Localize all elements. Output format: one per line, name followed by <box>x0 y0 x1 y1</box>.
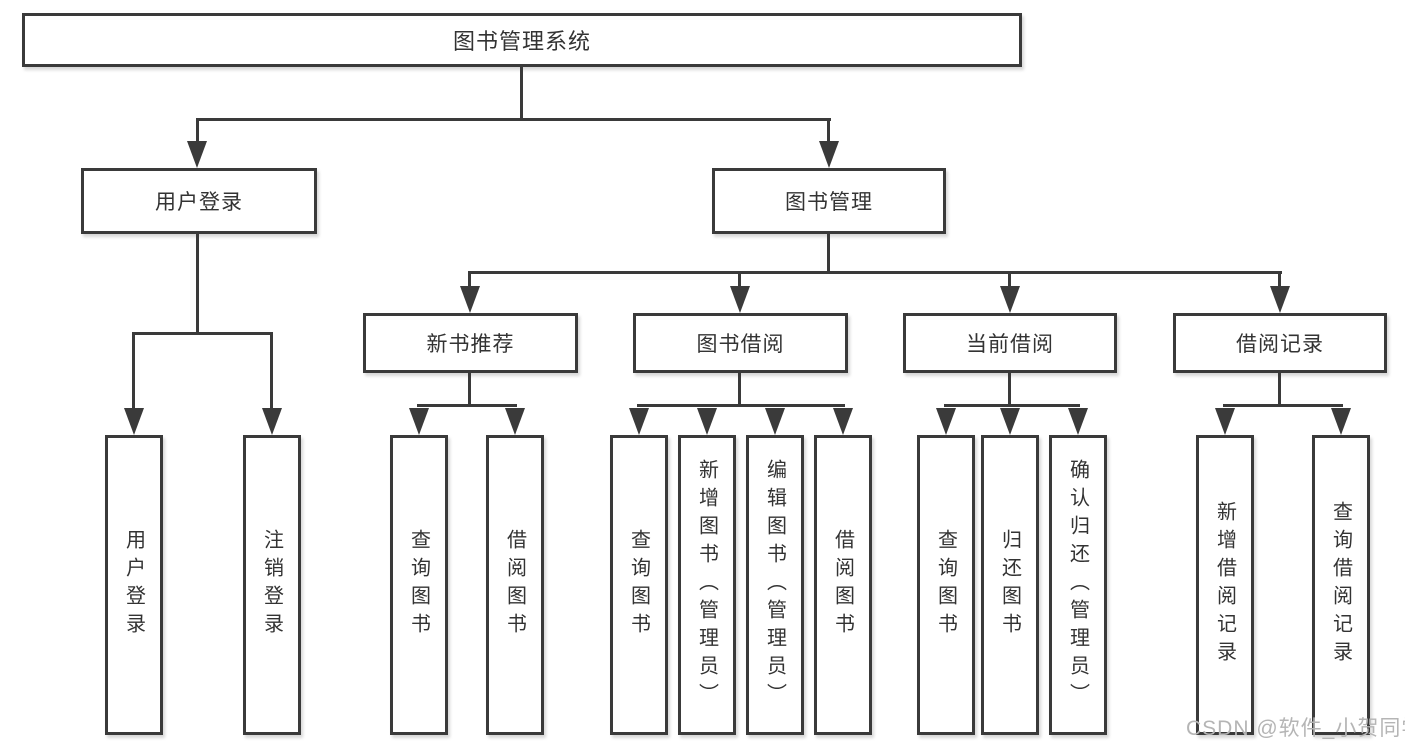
leaf-query-books-current: 查询图书 <box>917 435 975 735</box>
connector-user-login-stem <box>196 233 199 334</box>
node-book-borrowing-label: 图书借阅 <box>696 333 785 356</box>
leaf-user-login: 用户登录 <box>105 435 163 735</box>
leaf-add-books-admin-arrowhead-icon <box>697 408 717 435</box>
connector-user-login-children-branch <box>132 332 273 335</box>
node-user-login-label: 用户登录 <box>155 191 243 214</box>
connector-new-book-recommendation-children-branch <box>417 404 517 407</box>
leaf-user-login-arrowhead-icon <box>124 408 144 435</box>
current-borrowing-arrowhead-icon <box>1000 286 1020 313</box>
leaf-edit-books-admin-arrowhead-icon <box>765 408 785 435</box>
leaf-query-books-recommend-label: 查询图书 <box>407 529 430 641</box>
connector-current-borrowing-children-branch <box>944 404 1080 407</box>
leaf-query-books-borrowing-arrowhead-icon <box>629 408 649 435</box>
connector-new-book-recommendation-stem <box>468 372 471 407</box>
leaf-add-books-admin: 新增图书（管理员） <box>678 435 736 735</box>
node-book-management-label: 图书管理 <box>785 191 873 214</box>
connector-current-borrowing-stem <box>1008 372 1011 407</box>
node-new-book-recommendation: 新书推荐 <box>363 313 578 373</box>
leaf-add-books-admin-label: 新增图书（管理员） <box>695 459 718 711</box>
node-borrowing-records: 借阅记录 <box>1173 313 1387 373</box>
leaf-edit-books-admin: 编辑图书（管理员） <box>746 435 804 735</box>
leaf-add-borrow-record: 新增借阅记录 <box>1196 435 1254 735</box>
leaf-user-login-label: 用户登录 <box>122 529 145 641</box>
leaf-borrow-books-borrowing-arrowhead-icon <box>833 408 853 435</box>
leaf-query-books-current-arrowhead-icon <box>936 408 956 435</box>
node-current-borrowing: 当前借阅 <box>903 313 1117 373</box>
connector-borrowing-records-stem <box>1278 372 1281 407</box>
leaf-edit-books-admin-label: 编辑图书（管理员） <box>763 459 786 711</box>
connector-level2-branch <box>196 118 831 121</box>
connector-book-borrowing-children-branch <box>637 404 845 407</box>
leaf-borrow-books-recommend-label: 借阅图书 <box>503 529 526 641</box>
connector-borrowing-records-drop <box>1278 271 1281 287</box>
leaf-borrow-books-recommend-arrowhead-icon <box>505 408 525 435</box>
leaf-confirm-return-admin-arrowhead-icon <box>1068 408 1088 435</box>
leaf-return-books: 归还图书 <box>981 435 1039 735</box>
node-book-borrowing: 图书借阅 <box>633 313 848 373</box>
node-root-system: 图书管理系统 <box>22 13 1022 67</box>
connector-leaf-user-login-drop <box>132 332 135 409</box>
connector-root-stem <box>520 66 523 120</box>
leaf-borrow-books-borrowing: 借阅图书 <box>814 435 872 735</box>
connector-current-borrowing-drop <box>1008 271 1011 287</box>
node-current-borrowing-label: 当前借阅 <box>966 333 1054 356</box>
leaf-query-borrow-record-arrowhead-icon <box>1331 408 1351 435</box>
watermark: CSDN @软件_小贺同学 <box>1186 717 1405 740</box>
leaf-return-books-label: 归还图书 <box>998 529 1021 641</box>
leaf-borrow-books-borrowing-label: 借阅图书 <box>831 529 854 641</box>
leaf-query-books-current-label: 查询图书 <box>934 529 957 641</box>
leaf-logout-label: 注销登录 <box>260 529 283 641</box>
new-book-recommendation-arrowhead-icon <box>460 286 480 313</box>
connector-book-borrowing-stem <box>738 372 741 407</box>
leaf-query-borrow-record-label: 查询借阅记录 <box>1329 501 1352 669</box>
leaf-query-books-borrowing-label: 查询图书 <box>627 529 650 641</box>
book-borrowing-arrowhead-icon <box>730 286 750 313</box>
leaf-query-books-borrowing: 查询图书 <box>610 435 668 735</box>
connector-new-book-recommendation-drop <box>468 271 471 287</box>
leaf-confirm-return-admin: 确认归还（管理员） <box>1049 435 1107 735</box>
leaf-logout-arrowhead-icon <box>262 408 282 435</box>
connector-book-management-stem <box>827 233 830 274</box>
leaf-confirm-return-admin-label: 确认归还（管理员） <box>1066 459 1089 711</box>
node-new-book-recommendation-label: 新书推荐 <box>426 333 515 356</box>
node-user-login: 用户登录 <box>81 168 317 234</box>
connector-book-borrowing-drop <box>738 271 741 287</box>
leaf-query-books-recommend: 查询图书 <box>390 435 448 735</box>
leaf-borrow-books-recommend: 借阅图书 <box>486 435 544 735</box>
leaf-add-borrow-record-label: 新增借阅记录 <box>1213 501 1236 669</box>
connector-borrowing-records-children-branch <box>1223 404 1343 407</box>
leaf-query-borrow-record: 查询借阅记录 <box>1312 435 1370 735</box>
node-book-management: 图书管理 <box>712 168 946 234</box>
leaf-add-borrow-record-arrowhead-icon <box>1215 408 1235 435</box>
node-root-label: 图书管理系统 <box>452 29 591 54</box>
book-management-arrowhead-icon <box>819 141 839 168</box>
connector-book-management-drop <box>827 118 830 144</box>
leaf-return-books-arrowhead-icon <box>1000 408 1020 435</box>
borrowing-records-arrowhead-icon <box>1270 286 1290 313</box>
leaf-query-books-recommend-arrowhead-icon <box>409 408 429 435</box>
user-login-arrowhead-icon <box>187 141 207 168</box>
connector-level3-branch <box>468 271 1282 274</box>
connector-user-login-drop <box>196 118 199 144</box>
node-borrowing-records-label: 借阅记录 <box>1236 333 1324 356</box>
connector-leaf-logout-drop <box>270 332 273 409</box>
leaf-logout: 注销登录 <box>243 435 301 735</box>
